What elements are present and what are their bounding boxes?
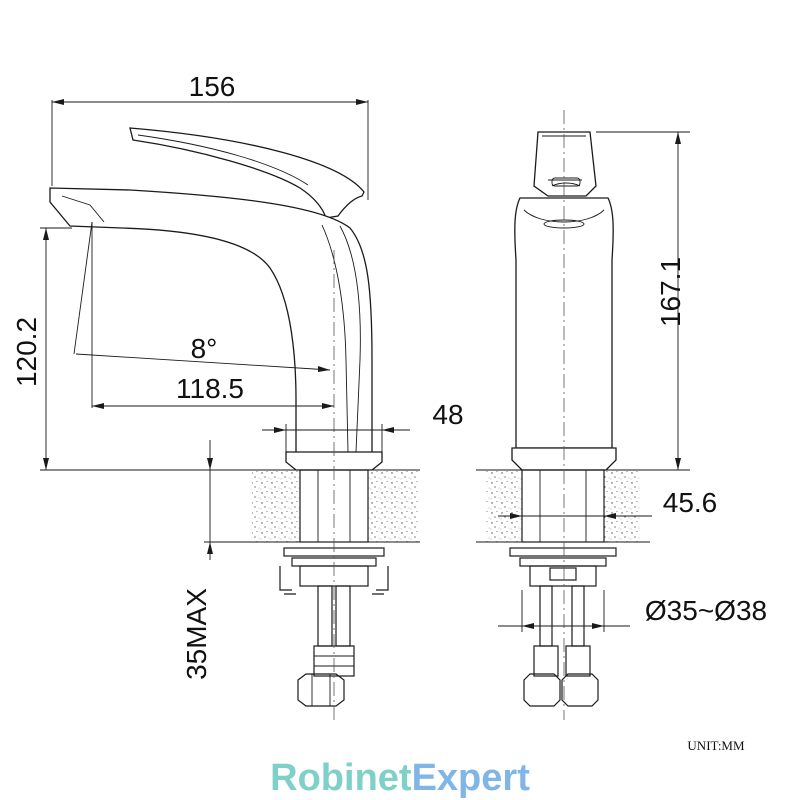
dimension-118-5: 118.5 <box>92 373 334 409</box>
dimension-label-hole: Ø35~Ø38 <box>645 595 767 626</box>
dimension-45-6: 45.6 <box>498 487 717 519</box>
countertop-side <box>240 469 420 543</box>
shank-front <box>509 469 617 587</box>
dimension-label-base: 48 <box>432 399 463 430</box>
dimension-hole: Ø35~Ø38 <box>498 590 767 632</box>
supply-hose-front <box>523 585 599 707</box>
supply-hose-side <box>297 585 355 707</box>
dimension-120-2: 120.2 <box>11 227 250 471</box>
brand-part-2: Expert <box>412 757 531 799</box>
dimension-label-width: 156 <box>189 71 236 102</box>
dimension-angle: 8° <box>73 221 331 408</box>
brand-part-1: Robinet <box>270 757 412 799</box>
dimension-48: 48 <box>262 399 464 452</box>
front-view: 167.1 45.6 Ø35~Ø38 <box>476 110 767 720</box>
dimension-label-height: 120.2 <box>11 317 42 387</box>
dimension-label-angle: 8° <box>191 333 218 364</box>
dimension-label-counter: 35MAX <box>181 588 212 680</box>
dimension-156: 156 <box>51 71 369 200</box>
dimension-35max: 35MAX <box>181 440 252 680</box>
unit-label: UNIT:MM <box>687 738 745 753</box>
dimension-label-reach: 118.5 <box>176 373 244 404</box>
dimension-label-total-height: 167.1 <box>655 257 686 327</box>
brand-watermark: RobinetExpert <box>270 757 530 799</box>
dimension-label-shank: 45.6 <box>663 487 718 518</box>
dimension-167-1: 167.1 <box>596 131 690 471</box>
countertop-front <box>476 469 650 543</box>
side-view: 156 120.2 8° 118.5 <box>11 71 464 720</box>
